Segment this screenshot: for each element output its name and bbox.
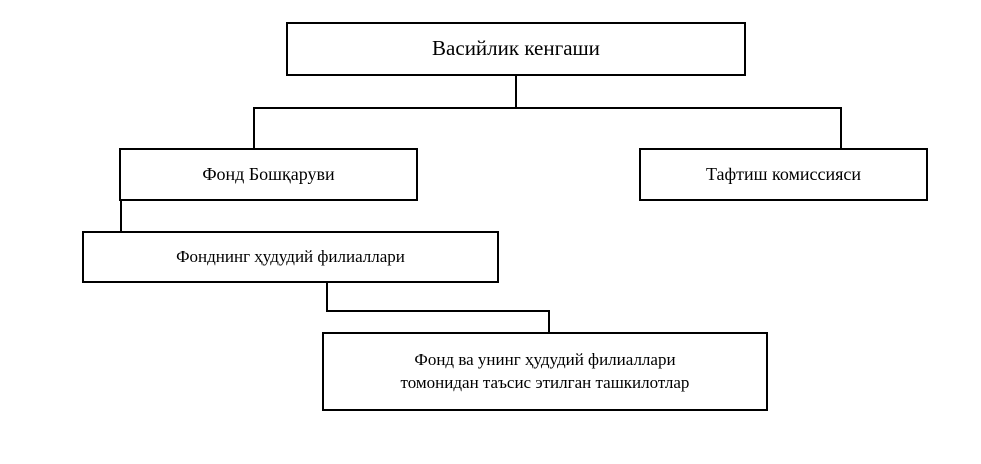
node-regional-branches-label: Фонднинг ҳудудий филиаллари [176, 246, 405, 266]
node-founded-organizations: Фонд ва унинг ҳудудий филиаллари томонид… [322, 332, 768, 411]
connector-management-to-branches [120, 201, 122, 232]
connector-branches-to-organizations-segment-1 [326, 283, 328, 312]
connector-council-to-bus [515, 76, 517, 109]
node-council: Васийлик кенгаши [286, 22, 746, 76]
connector-branches-to-organizations-segment-3 [548, 310, 550, 333]
node-regional-branches: Фонднинг ҳудудий филиаллари [82, 231, 499, 283]
node-founded-organizations-label: Фонд ва унинг ҳудудий филиаллари томонид… [400, 350, 690, 392]
node-audit-commission: Тафтиш комиссияси [639, 148, 928, 201]
node-audit-commission-label: Тафтиш комиссияси [705, 163, 862, 184]
connector-branches-to-organizations-segment-2 [326, 310, 550, 312]
connector-bus-to-audit [840, 107, 842, 149]
node-fund-management-label: Фонд Бошқаруви [202, 163, 335, 184]
node-council-label: Васийлик кенгаши [432, 36, 600, 61]
node-fund-management: Фонд Бошқаруви [119, 148, 418, 201]
connector-level1-bus [253, 107, 842, 109]
connector-bus-to-management [253, 107, 255, 149]
